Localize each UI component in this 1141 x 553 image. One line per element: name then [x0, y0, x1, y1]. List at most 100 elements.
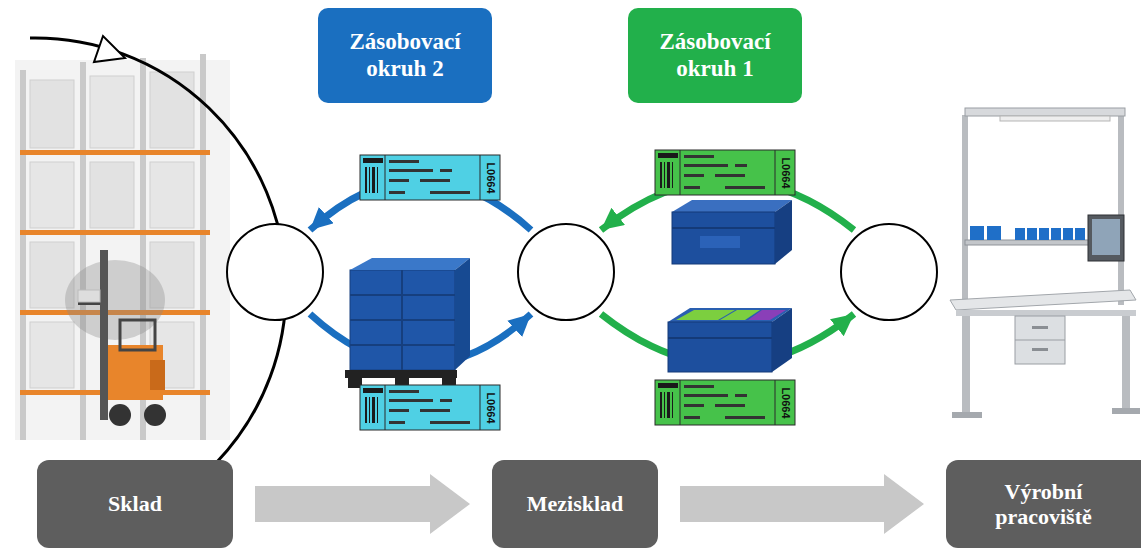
kanban-card — [360, 385, 500, 430]
small-load-carrier-part — [772, 308, 792, 372]
kanban-card — [655, 150, 795, 195]
node-text: Výrobní pracoviště — [956, 479, 1131, 530]
kanban-card-part — [389, 160, 419, 163]
forklift-part — [65, 260, 165, 340]
transfer-point-part — [841, 224, 937, 320]
forklift-part — [78, 290, 100, 302]
small-load-carrier-part — [668, 322, 772, 372]
small-load-carrier-part — [668, 337, 772, 339]
kanban-card-part — [684, 385, 714, 388]
small-load-carrier-part — [775, 200, 792, 264]
warehouse-rack — [15, 54, 230, 440]
workbench-part — [970, 226, 984, 240]
kanban-card-part — [372, 397, 375, 423]
circulation-arrow-part — [94, 36, 125, 62]
kanban-card-part — [672, 392, 673, 418]
kanban-card-part — [440, 399, 452, 402]
kanban-card-part — [680, 150, 681, 195]
warehouse-rack-part — [15, 60, 230, 440]
kanban-card-part — [684, 155, 714, 158]
kanban-card-part — [684, 416, 700, 419]
kanban-card-part — [735, 164, 747, 167]
forklift-part — [109, 404, 131, 426]
warehouse-rack-part — [20, 230, 210, 235]
workbench-part — [1092, 219, 1120, 255]
kanban-card-part — [430, 191, 470, 194]
kanban-card-part — [430, 421, 470, 424]
workbench-part — [1015, 340, 1065, 341]
kanban-card-part — [372, 167, 375, 193]
node-text: Zásobovací okruh 1 — [638, 29, 792, 82]
kanban-card-part — [660, 392, 662, 418]
warehouse-rack-part — [200, 54, 206, 440]
kanban-card-part — [775, 150, 776, 195]
kanban-card-part — [667, 392, 670, 418]
kanban-card-part — [480, 385, 481, 430]
workbench-part — [1015, 228, 1025, 240]
workbench-part — [1122, 316, 1130, 411]
kanban-card — [360, 155, 500, 200]
kanban-card-part — [369, 167, 370, 193]
forklift-part — [120, 320, 155, 350]
card-code: L0664 — [780, 387, 791, 418]
workbench-part — [1051, 228, 1061, 240]
workbench-part — [987, 226, 1001, 240]
workbench-part — [962, 115, 968, 305]
stage-box: Výrobní pracoviště — [946, 460, 1141, 548]
node-text: Zásobovací okruh 2 — [328, 29, 482, 82]
kanban-card-part — [389, 191, 405, 194]
kanban-card-part — [363, 158, 383, 163]
card-code: L0664 — [780, 157, 791, 188]
kanban-card-part — [440, 169, 452, 172]
kanban-card-part — [369, 397, 370, 423]
small-load-carrier-part — [668, 308, 792, 322]
workbench-part — [962, 316, 970, 416]
warehouse-rack-part — [20, 150, 210, 155]
kanban-card-part — [725, 416, 765, 419]
kanban-card-part — [672, 162, 673, 188]
kanban-card-part — [735, 394, 747, 397]
kanban-card-part — [480, 155, 481, 200]
kanban-card-part — [684, 186, 700, 189]
kanban-card-part — [660, 162, 662, 188]
transfer-point-part — [518, 224, 614, 320]
kanban-card-part — [377, 167, 378, 193]
kanban-card-part — [655, 380, 795, 425]
card-code: L0664 — [485, 162, 496, 193]
kanban-card — [655, 380, 795, 425]
warehouse-rack-part — [20, 70, 26, 440]
workbench-part — [1112, 408, 1140, 414]
flow-arrow — [255, 474, 470, 534]
kanban-card-part — [365, 397, 367, 423]
loop-title-box: Zásobovací okruh 1 — [628, 8, 802, 103]
node-text: Sklad — [108, 491, 162, 516]
small-load-carrier-part — [700, 236, 740, 248]
kanban-card-part — [658, 383, 678, 388]
kanban-card-part — [684, 174, 704, 177]
warehouse-rack-part — [30, 322, 74, 388]
pallet-load-part — [350, 270, 455, 370]
workbench-part — [956, 310, 1136, 316]
kanban-card-part — [775, 380, 776, 425]
kanban-card-part — [389, 390, 419, 393]
small-load-carrier — [668, 308, 792, 372]
small-load-carrier-part — [672, 200, 792, 212]
warehouse-rack-part — [80, 62, 86, 440]
kanban-card-part — [389, 399, 433, 402]
kanban-card-part — [389, 409, 409, 412]
kanban-card-part — [684, 164, 728, 167]
workbench-part — [1075, 228, 1085, 240]
workbench-part — [1000, 116, 1110, 121]
kanban-card-part — [377, 397, 378, 423]
pallet-load-part — [345, 370, 457, 378]
kanban-card-part — [684, 394, 728, 397]
kanban-card-part — [385, 155, 386, 200]
kanban-card-part — [363, 388, 383, 393]
workbench-part — [952, 412, 982, 418]
loop-title-box: Zásobovací okruh 2 — [318, 8, 492, 103]
stage-box: Mezisklad — [492, 460, 658, 548]
forklift-part — [144, 404, 166, 426]
flow-arrow — [680, 474, 924, 534]
pallet-load — [345, 258, 470, 388]
kanban-card-part — [680, 380, 681, 425]
